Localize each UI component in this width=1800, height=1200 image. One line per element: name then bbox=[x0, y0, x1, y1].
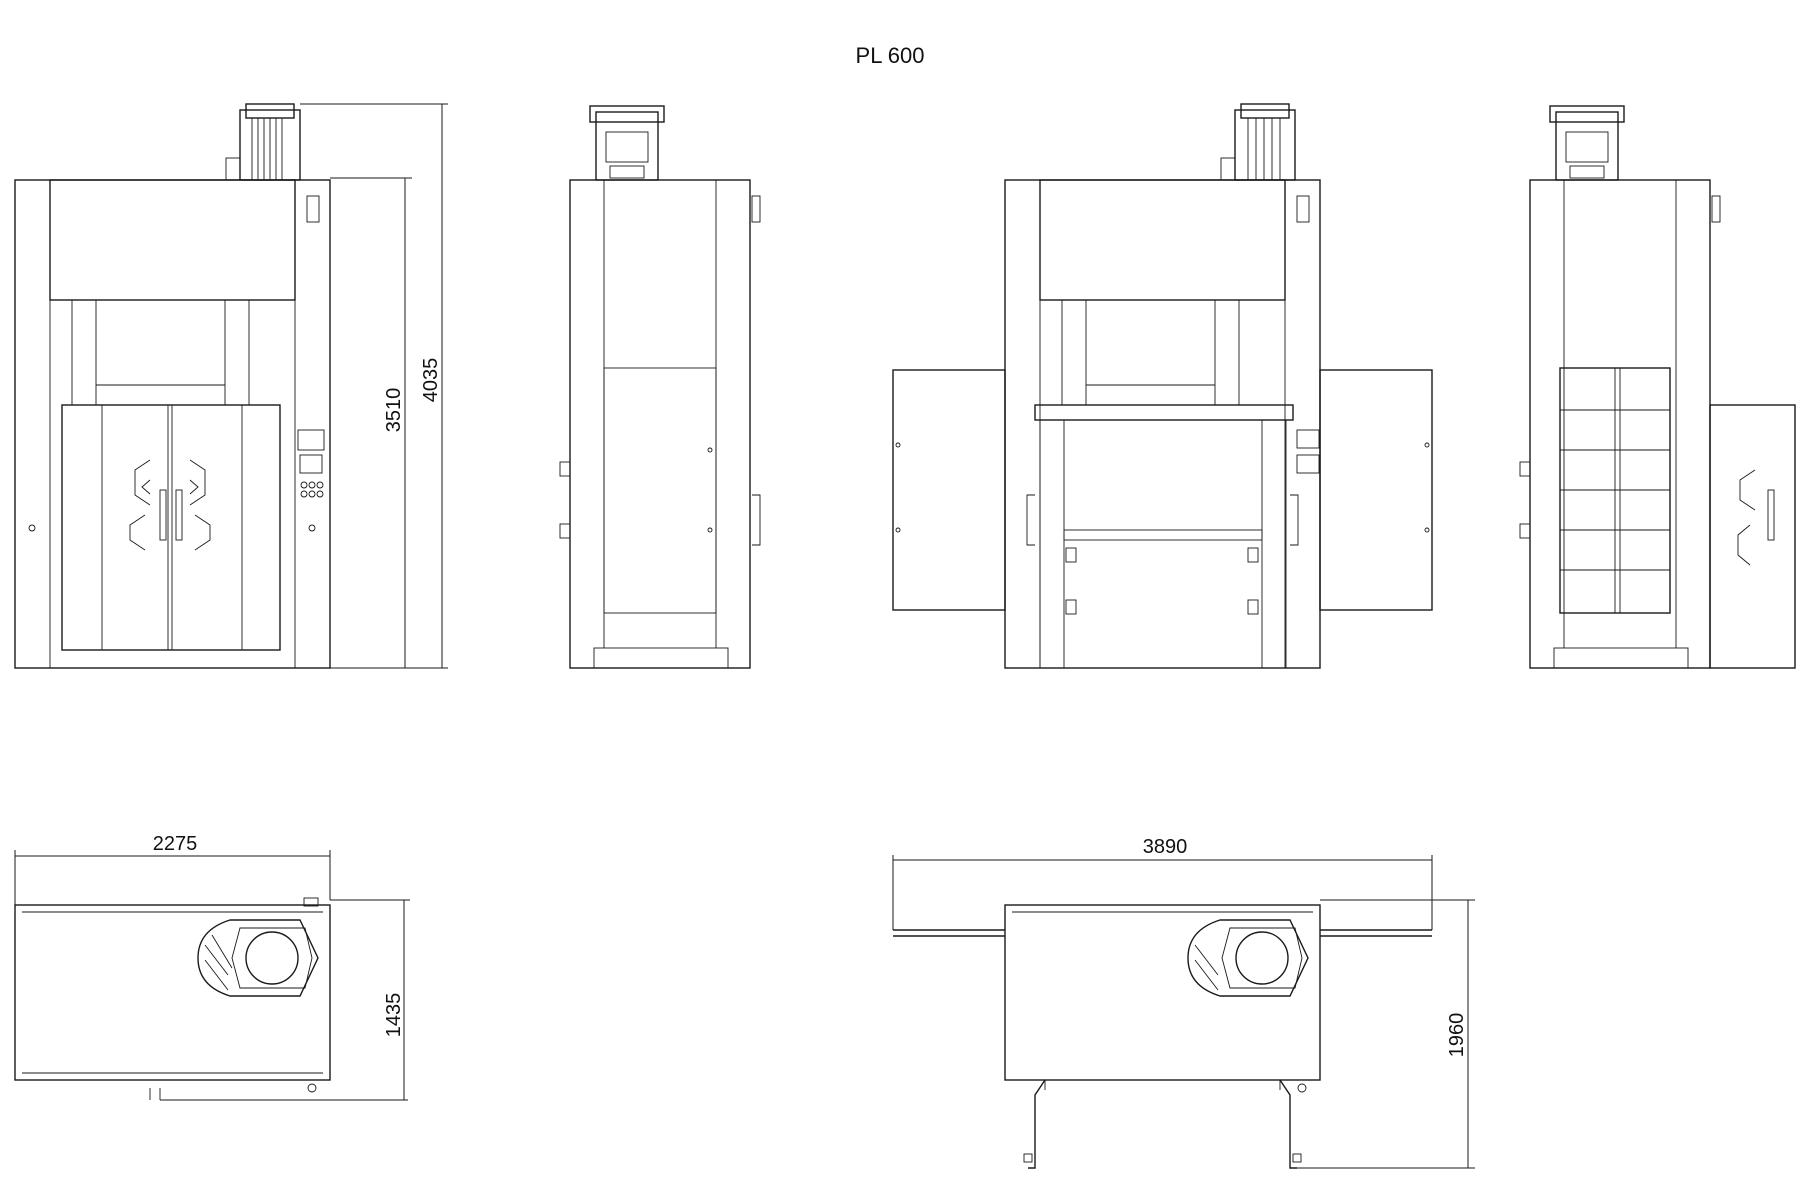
drawing-title: PL 600 bbox=[856, 43, 925, 68]
side-view-open bbox=[1519, 105, 1796, 669]
front-view-closed: 3510 4035 bbox=[14, 103, 448, 669]
drum-icon bbox=[1187, 919, 1309, 997]
door-pattern-icon bbox=[1737, 469, 1775, 566]
top-view-open: 3890 1960 bbox=[892, 836, 1475, 1169]
front-view-open bbox=[892, 103, 1433, 669]
motor-icon bbox=[1220, 103, 1296, 181]
dim-1435-label: 1435 bbox=[383, 993, 405, 1038]
control-panel-icon bbox=[297, 429, 325, 498]
door-pattern-icon bbox=[129, 459, 211, 551]
dim-3510-label: 3510 bbox=[383, 388, 405, 433]
dim-1960-label: 1960 bbox=[1446, 1013, 1468, 1058]
side-view-closed bbox=[559, 105, 761, 669]
dimension-height bbox=[300, 103, 448, 669]
top-view-closed: 2275 1435 bbox=[14, 833, 410, 1101]
motor-icon bbox=[589, 105, 665, 181]
dim-2275-label: 2275 bbox=[153, 833, 198, 855]
dim-3890-label: 3890 bbox=[1143, 836, 1188, 858]
motor-icon bbox=[1549, 105, 1625, 181]
drum-icon bbox=[197, 919, 319, 997]
dim-4035-label: 4035 bbox=[420, 358, 442, 403]
motor-icon bbox=[225, 103, 301, 181]
